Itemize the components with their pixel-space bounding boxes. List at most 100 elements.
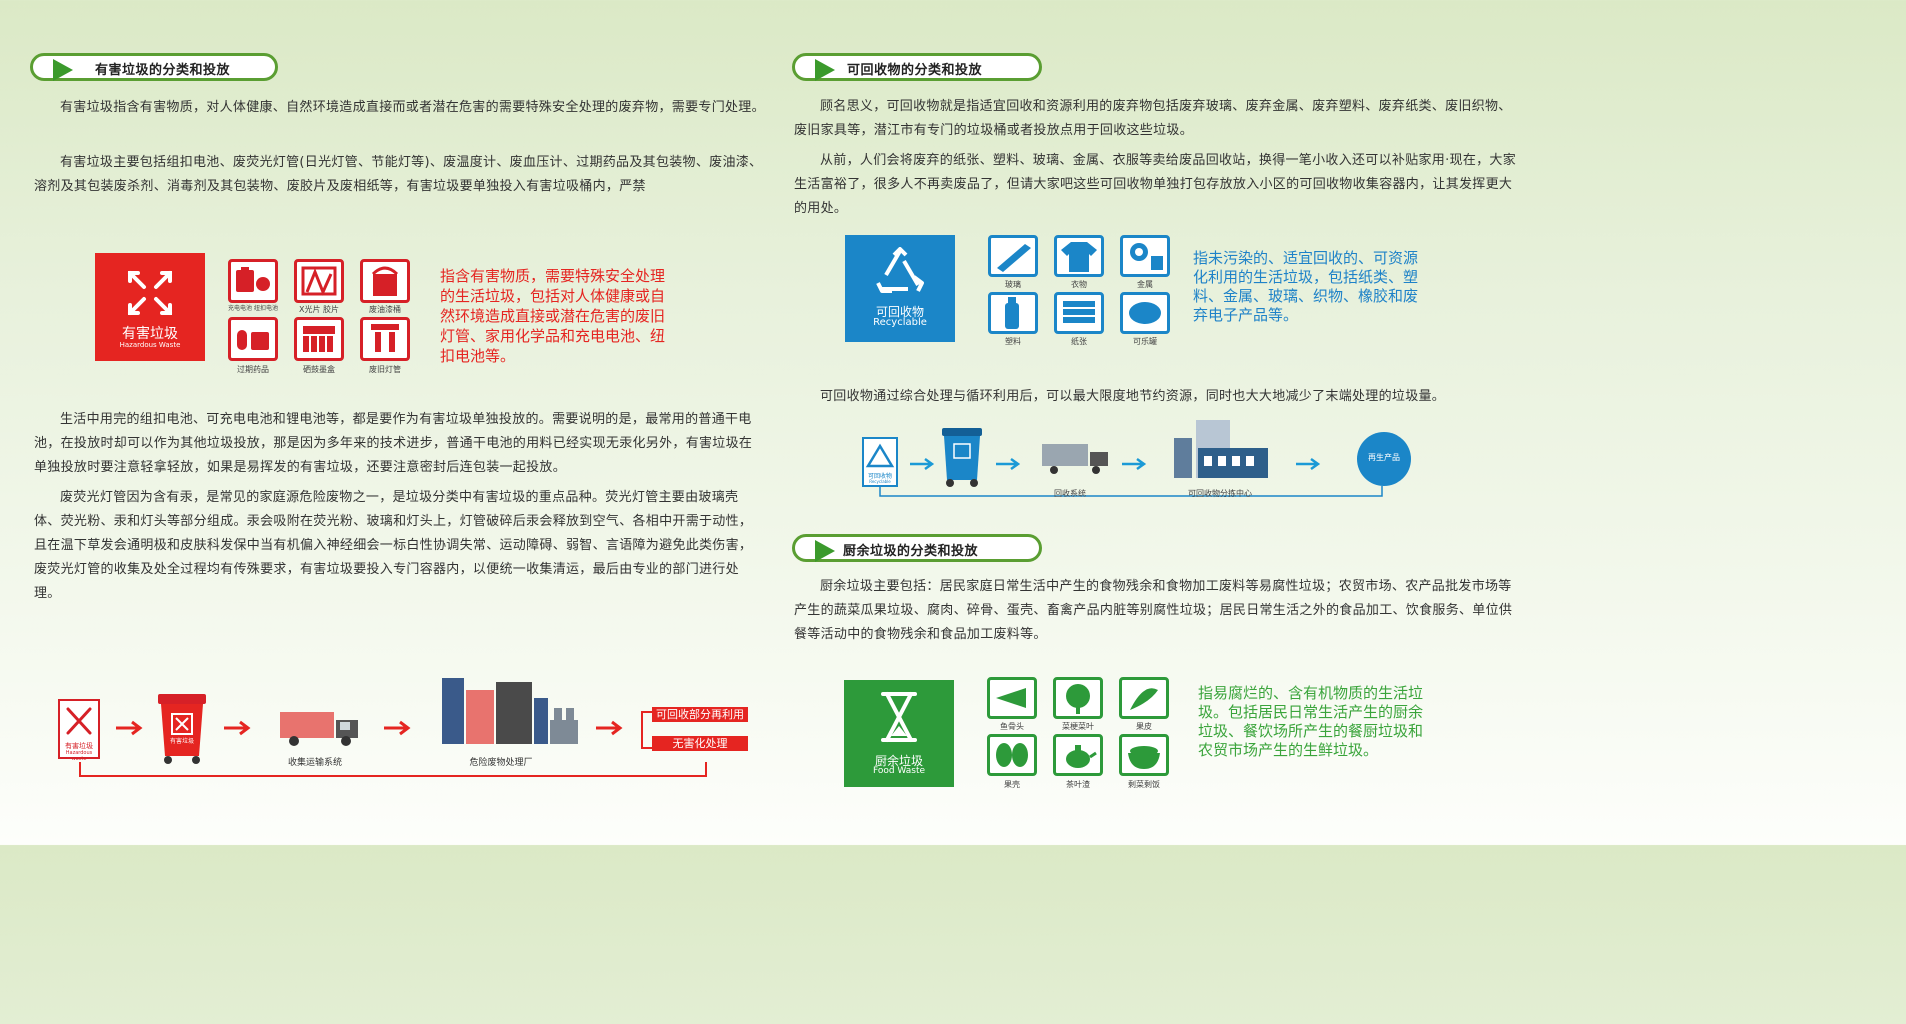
play-triangle-icon [53, 59, 73, 81]
branch-bracket [641, 711, 656, 749]
icon-label: 过期药品 [237, 365, 269, 374]
lamp-paragraph: 废荧光灯管因为含有汞，是常见的家庭源危险废物之一，是垃圾分类中有害垃圾的重点品种… [34, 490, 753, 601]
paper-icon [1054, 292, 1104, 334]
recycle-truck-icon [1040, 442, 1110, 476]
food-waste-description: 指易腐烂的、含有机物质的生活垃圾。包括居民日常生活产生的厨余垃圾、餐饮场所产生的… [1198, 684, 1424, 759]
paint-bucket-icon [360, 259, 410, 303]
medicine-icon [228, 317, 278, 361]
recyclable-mini-badge: 可回收物 Recyclable [862, 437, 898, 487]
arrow-right-icon [1122, 457, 1147, 471]
mini-badge-en: Recyclable [869, 479, 891, 484]
blue-bin-icon [940, 426, 984, 488]
battery-paragraph: 生活中用完的组扣电池、可充电电池和锂电池等，都是要作为有害垃圾单独投放的。需要说… [34, 412, 753, 475]
icon-label: 充电电池 纽扣电池 [228, 305, 278, 312]
hazardous-items-paragraph: 有害垃圾主要包括组扣电池、废荧光灯管(日光灯管、节能灯等)、废温度计、废血压计、… [34, 155, 763, 194]
icon-label: X光片 胶片 [298, 305, 340, 314]
mini-badge-en: Hazardous waste [65, 750, 93, 762]
sorting-center-icon [1172, 418, 1270, 478]
metal-icon [1120, 235, 1170, 277]
kitchen-section-header: 厨余垃圾的分类和投放 [792, 534, 1042, 562]
section-title: 有害垃圾的分类和投放 [95, 63, 231, 78]
icon-label: 金属 [1137, 280, 1153, 289]
arrow-right-icon [910, 457, 935, 471]
product-label: 再生产品 [1368, 453, 1400, 462]
recyclable-description: 指未污染的、适宜回收的、可资源化利用的生活垃圾，包括纸类、塑料、金属、玻璃、织物… [1193, 249, 1419, 324]
plant-label: 危险废物处理厂 [469, 758, 533, 768]
toner-cartridge-icon [294, 317, 344, 361]
nut-shell-icon [987, 734, 1037, 776]
arrow-right-icon [116, 720, 143, 736]
red-bin-icon: 有害垃圾 [154, 692, 210, 766]
return-line [79, 762, 707, 777]
icon-label: 可乐罐 [1133, 337, 1157, 346]
hourglass-icon [881, 692, 917, 742]
food-waste-badge: 厨余垃圾 Food Waste [844, 680, 954, 787]
arrow-right-icon [996, 457, 1021, 471]
recyclable-badge: 可回收物 Recyclable [845, 235, 955, 342]
hazard-x-icon [128, 271, 172, 315]
recyclable-section-header: 可回收物的分类和投放 [792, 53, 1042, 81]
icon-label: 剩菜剩饭 [1128, 780, 1160, 789]
mini-badge-cn: 可回收物 [867, 473, 892, 480]
badge-label-en: Food Waste [872, 766, 926, 776]
lamp-tube-icon [360, 317, 410, 361]
tea-pot-icon [1053, 734, 1103, 776]
arrow-right-icon [384, 720, 411, 736]
section-title: 厨余垃圾的分类和投放 [843, 544, 979, 559]
vegetable-leaf-icon [1053, 677, 1103, 719]
icon-label: 塑料 [1005, 337, 1021, 346]
arrow-right-icon [224, 720, 251, 736]
transport-truck-icon [278, 708, 364, 748]
harmless-tag: 无害化处理 [652, 736, 748, 751]
play-triangle-icon [815, 59, 835, 81]
battery-icon [228, 259, 278, 303]
baseline-line [879, 486, 1383, 497]
hazardous-mini-badge: 有害垃圾 Hazardous waste [58, 699, 100, 762]
badge-label-en: Hazardous Waste [119, 341, 181, 349]
glass-icon [988, 235, 1038, 277]
bin-label: 有害垃圾 [169, 738, 194, 745]
sorting-center-label: 可回收物分拣中心 [1188, 489, 1252, 498]
icon-label: 茶叶渣 [1066, 780, 1090, 789]
leftover-bowl-icon [1119, 734, 1169, 776]
hazardous-waste-badge: 有害垃圾 Hazardous Waste [95, 253, 205, 361]
reuse-tag: 可回收部分再利用 [652, 707, 748, 722]
icon-label: 纸张 [1071, 337, 1087, 346]
badge-label-cn: 厨余垃圾 [874, 754, 923, 768]
icon-label: 废旧灯管 [369, 365, 401, 374]
icon-label: 果壳 [1004, 780, 1020, 789]
hazardous-description: 指含有害物质，需要特殊安全处理的生活垃圾，包括对人体健康或自然环境造成直接或潜在… [440, 267, 666, 365]
icon-label: 衣物 [1071, 280, 1087, 289]
arrow-right-icon [1296, 457, 1321, 471]
icon-label: 废油漆桶 [369, 305, 401, 314]
recycle-system-label: 回收系统 [1054, 489, 1086, 498]
recycle-icon [876, 247, 924, 293]
section-title: 可回收物的分类和投放 [847, 63, 983, 78]
fruit-peel-icon [1119, 677, 1169, 719]
play-triangle-icon [815, 540, 835, 562]
clothes-icon [1054, 235, 1104, 277]
kitchen-intro-paragraph: 厨余垃圾主要包括：居民家庭日常生活中产生的食物残余和食物加工废料等易腐性垃圾；农… [794, 579, 1513, 642]
badge-label-en: Recyclable [873, 317, 927, 328]
mini-badge-cn: 有害垃圾 [65, 742, 93, 750]
icon-label: 果皮 [1136, 722, 1152, 731]
recyclable-history-paragraph: 从前，人们会将废弃的纸张、塑料、玻璃、金属、衣服等卖给废品回收站，换得一笔小收入… [794, 153, 1517, 216]
fish-bone-icon [987, 677, 1037, 719]
icon-label: 硒鼓墨盒 [303, 365, 335, 374]
badge-label-cn: 有害垃圾 [122, 326, 178, 342]
icon-label: 鱼骨头 [1000, 722, 1024, 731]
recyclable-intro-paragraph: 顾名思义，可回收物就是指适宜回收和资源利用的废弃物包括废弃玻璃、废弃金属、废弃塑… [794, 99, 1512, 138]
recycled-product-circle: 再生产品 [1357, 432, 1411, 486]
plastic-bottle-icon [988, 292, 1038, 334]
arrow-right-icon [596, 720, 623, 736]
xray-film-icon [294, 259, 344, 303]
hazardous-section-header: 有害垃圾的分类和投放 [30, 53, 278, 81]
hazardous-plant-icon [442, 668, 578, 744]
transport-label: 收集运输系统 [287, 758, 342, 768]
icon-label: 菜梗菜叶 [1062, 722, 1094, 731]
badge-label-cn: 可回收物 [875, 305, 924, 319]
can-icon [1120, 292, 1170, 334]
icon-label: 玻璃 [1005, 280, 1021, 289]
hazardous-intro-paragraph: 有害垃圾指含有害物质，对人体健康、自然环境造成直接而或者潜在危害的需要特殊安全处… [60, 100, 765, 115]
recyclable-benefit-paragraph: 可回收物通过综合处理与循环利用后，可以最大限度地节约资源，同时也大大地减少了末端… [820, 389, 1446, 404]
